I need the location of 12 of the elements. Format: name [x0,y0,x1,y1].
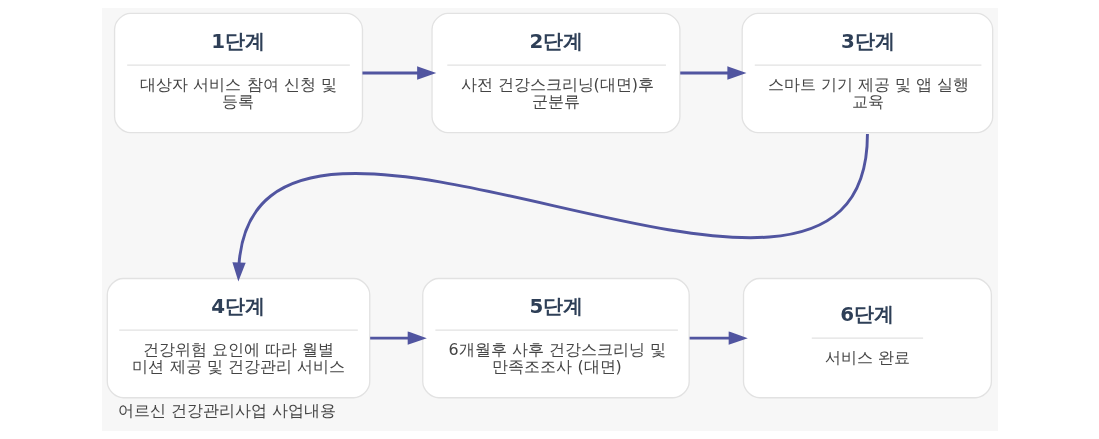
arrow [361,66,436,80]
node-box: 5단계 6개월후 사후 건강스크리닝 및 만족조조사 (대면) [421,277,690,399]
node-box: 2단계 사전 건강스크리닝(대면)후 군분류 [430,12,681,134]
arrow [689,331,748,345]
arrow [231,133,869,282]
node-box: 4단계 건강위험 요인에 따라 월별 미션 제공 및 건강관리 서비스 [106,277,370,399]
caption: 어르신 건강관리사업 사업내용 [117,400,336,420]
arrow [679,66,746,80]
arrow [369,331,427,345]
node-box: 1단계 대상자 서비스 참여 신청 및 등록 [113,12,363,134]
node-box: 6단계 서비스 완료 [742,277,992,399]
node-box: 3단계 스마트 기기 제공 및 앱 실행 교육 [741,12,993,134]
